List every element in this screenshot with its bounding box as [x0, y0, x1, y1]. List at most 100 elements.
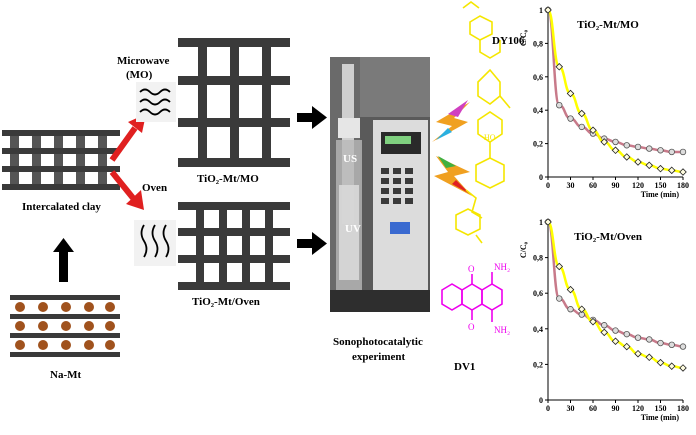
series-point-0	[556, 101, 563, 109]
series-point-1	[667, 166, 676, 175]
series-point-0	[668, 148, 675, 156]
series-point-0	[646, 336, 653, 343]
series-point-1	[645, 161, 654, 170]
chart-title: TiO₂-Mt/MO	[577, 19, 639, 31]
series-point-0	[646, 145, 653, 152]
series-point-1	[645, 353, 654, 362]
series-point-0	[657, 339, 664, 347]
lightning-bolt-bottom-icon	[434, 156, 472, 196]
experiment-photo	[330, 57, 430, 312]
series-point-1	[622, 342, 631, 351]
series-point-1	[679, 364, 687, 372]
series-point-1	[679, 168, 687, 176]
arrow-up	[53, 238, 74, 282]
series-line-0	[546, 8, 683, 154]
series-point-0	[668, 341, 675, 349]
series-point-0	[623, 330, 630, 338]
intercalated-clay	[2, 130, 120, 190]
x-tick-label: 30	[567, 181, 575, 190]
series-point-1	[555, 63, 564, 71]
series-point-1	[611, 146, 620, 155]
y-axis-label: C/C₀	[519, 29, 528, 46]
y-tick-label: 0	[539, 173, 543, 182]
series-point-1	[656, 358, 665, 367]
dv1-o-top: O	[468, 264, 475, 274]
tio2-mt-oven-clay	[178, 202, 290, 290]
series-point-0	[634, 334, 642, 341]
series-point-1	[544, 218, 552, 226]
series-point-0	[578, 123, 585, 131]
series-point-0	[567, 115, 574, 122]
series-point-0	[634, 143, 642, 151]
arrow-to-experiment-2	[297, 232, 327, 255]
x-tick-label: 180	[677, 404, 689, 413]
dv1-o-bottom: O	[468, 322, 475, 332]
series-point-1	[667, 362, 676, 370]
x-tick-label: 60	[589, 181, 597, 190]
y-tick-label: 0,2	[533, 360, 543, 369]
series-point-1	[577, 305, 586, 313]
x-tick-label: 120	[632, 181, 644, 190]
tio2-mt-oven-label: TiO₂-Mt/Oven	[192, 296, 260, 308]
series-line-1	[546, 220, 684, 370]
dv1-nh2-bottom: NH₂	[494, 325, 510, 335]
y-tick-label: 1	[539, 218, 543, 227]
series-point-1	[600, 328, 609, 337]
x-axis-label: Time (min)	[641, 190, 680, 199]
series-point-0	[623, 142, 630, 149]
intercalated-clay-label: Intercalated clay	[22, 201, 101, 213]
series-point-1	[589, 317, 597, 326]
dv1-nh2-top: NH₂	[494, 262, 510, 272]
sono-label-2: experiment	[352, 351, 405, 363]
x-tick-label: 90	[612, 404, 620, 413]
us-label: US	[343, 153, 357, 165]
oven-heat-icon	[134, 220, 176, 266]
red-arrow-oven	[109, 170, 144, 210]
x-tick-label: 150	[655, 404, 667, 413]
series-point-1	[544, 6, 552, 14]
dv1-label: DV1	[454, 361, 475, 373]
y-tick-label: 0	[539, 396, 543, 405]
cation-dots	[15, 302, 115, 350]
y-tick-label: 0,8	[533, 254, 543, 263]
sono-label-1: Sonophotocatalytic	[333, 336, 423, 348]
chart-title: TiO₂-Mt/Oven	[574, 231, 642, 243]
dy106-structure	[455, 1, 511, 244]
microwave-label: Microwave	[117, 55, 169, 67]
series-point-0	[612, 138, 619, 146]
microwave-waves-icon	[136, 82, 176, 122]
x-tick-label: 180	[677, 181, 689, 190]
series-point-1	[611, 337, 620, 346]
y-axis-label: C/C₀	[519, 241, 528, 258]
x-axis-label: Time (min)	[641, 413, 680, 422]
y-tick-label: 0,4	[533, 325, 543, 334]
series-point-1	[566, 285, 575, 294]
series-point-1	[555, 262, 564, 271]
series-point-0	[679, 343, 687, 350]
y-tick-label: 1	[539, 6, 543, 15]
tio2-mt-mo-label: TiO₂-Mt/MO	[197, 173, 259, 185]
lightning-bolt-top-icon	[432, 100, 470, 142]
y-tick-label: 0,8	[533, 39, 543, 48]
series-point-0	[601, 322, 608, 329]
series-point-0	[612, 327, 619, 334]
series-point-0	[657, 147, 664, 154]
dy106-o-label: HO	[484, 133, 496, 142]
x-tick-label: 120	[632, 404, 644, 413]
x-tick-label: 0	[546, 404, 550, 413]
tio2-mt-mo-clay	[178, 38, 290, 167]
na-mt-label: Na-Mt	[50, 369, 81, 381]
na-mt-clay	[10, 295, 120, 357]
y-tick-label: 0,4	[533, 106, 543, 115]
oven-label: Oven	[142, 182, 167, 194]
series-point-0	[567, 306, 574, 313]
series-point-1	[600, 138, 609, 146]
dy106-label: DY106	[492, 35, 525, 47]
x-tick-label: 30	[567, 404, 575, 413]
series-point-1	[634, 158, 642, 166]
y-tick-label: 0,2	[533, 140, 543, 149]
